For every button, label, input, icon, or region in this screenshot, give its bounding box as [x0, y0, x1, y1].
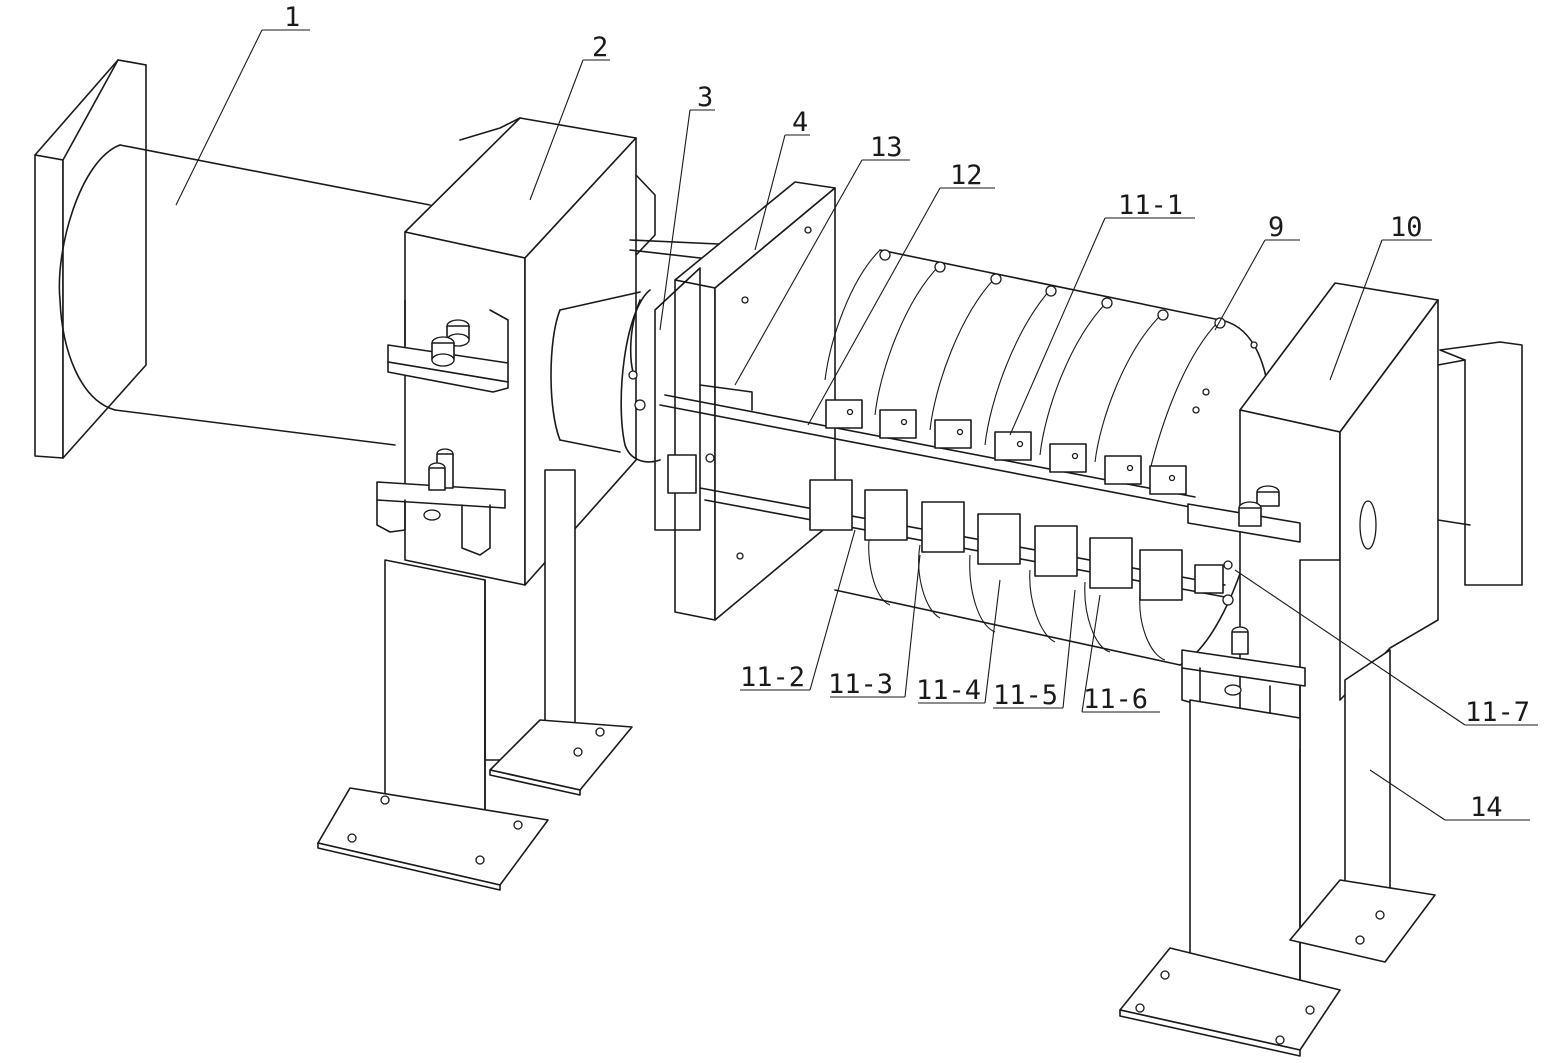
- part-3-flange: [620, 289, 661, 463]
- label-11-5: 11-5: [993, 680, 1058, 711]
- lower-rod-assembly: [667, 453, 1234, 606]
- part-2-left-frame: [317, 117, 656, 891]
- label-10: 10: [1390, 212, 1423, 243]
- part-4-plate: [654, 181, 836, 621]
- upper-rod-assembly: [659, 384, 1196, 508]
- label-11-6: 11-6: [1083, 684, 1148, 715]
- part-10-right-frame: [1119, 282, 1523, 1057]
- part-9-drum: [824, 249, 1272, 666]
- label-4: 4: [792, 107, 808, 138]
- label-13: 13: [870, 132, 903, 163]
- label-12: 12: [950, 160, 983, 191]
- label-11-2: 11-2: [740, 662, 805, 693]
- label-3: 3: [697, 82, 713, 113]
- label-14: 14: [1470, 792, 1503, 823]
- label-2: 2: [592, 32, 608, 63]
- label-11-4: 11-4: [916, 675, 981, 706]
- label-9: 9: [1268, 212, 1284, 243]
- label-11-1: 11-1: [1118, 190, 1183, 221]
- label-1: 1: [284, 2, 300, 33]
- label-11-3: 11-3: [828, 669, 893, 700]
- label-11-7: 11-7: [1465, 697, 1530, 728]
- leader-lines: [175, 29, 1538, 821]
- part-labels: 1 2 3 4 13 12 11-1 9 10 11-2 11-3 11-4 1…: [284, 2, 1530, 823]
- part-1-cylinder: [34, 59, 431, 459]
